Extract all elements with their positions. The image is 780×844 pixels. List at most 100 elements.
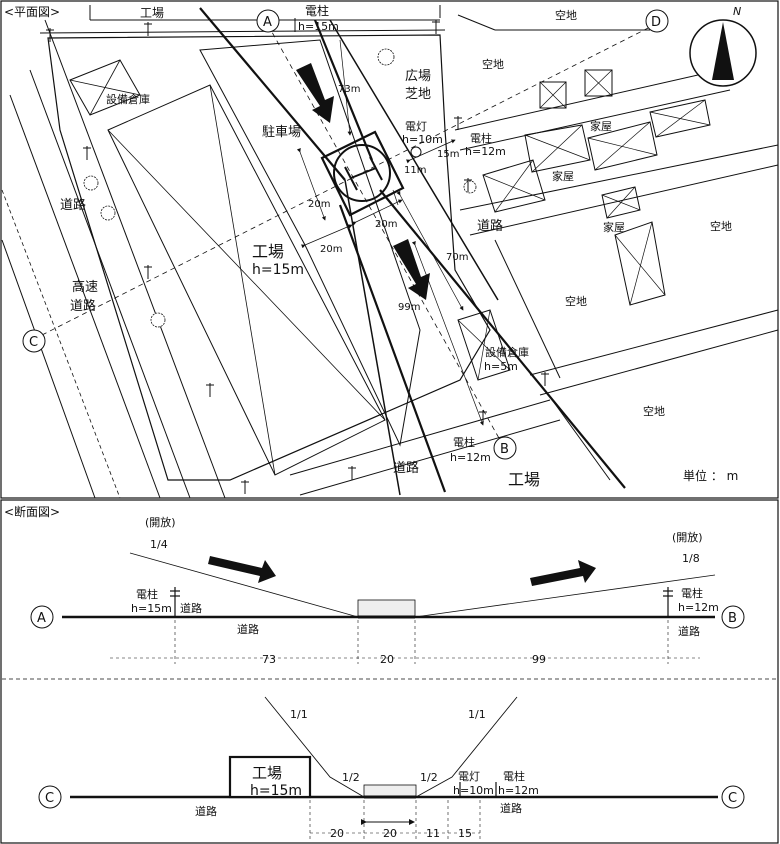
dim-73m: 73m (338, 84, 360, 95)
section-cc: 工場 h=15m C C 1/1 1/1 1/2 1/2 電灯 h=10m 電柱… (38, 696, 745, 840)
label-kosoku-2: 道路 (70, 298, 96, 314)
ab-approach-arrow (208, 556, 276, 583)
north-label: N (733, 5, 741, 18)
label-setsubi-soko-1: 設備倉庫 (106, 92, 150, 106)
plan-dim-labels: 73m 15m 11m 20m 20m 20m 70m 99m (308, 84, 468, 313)
plan-dimensions (296, 39, 484, 426)
ab-dim-20: 20 (380, 653, 394, 666)
ab-doro-left: 道路 (180, 601, 202, 615)
cc-factory-box (228, 755, 312, 799)
label-shibachi: 芝地 (405, 86, 431, 102)
cc-dim-20b: 20 (383, 827, 397, 840)
label-kojo-main-h: h=15m (252, 262, 304, 278)
dim-11m: 11m (404, 165, 426, 176)
ab-open-left: (開放) (145, 515, 176, 529)
cc-dim-11: 11 (426, 827, 440, 840)
marker-d: D (651, 15, 661, 30)
light-pole-plan (410, 146, 422, 158)
cc-marker-c2: C (728, 791, 737, 806)
label-doro-bottom: 道路 (393, 460, 419, 476)
label-kochi-5: 空地 (643, 404, 665, 418)
section-ab: A B (開放) 1/4 (開放) 1/8 電柱 h=15m 道路 道路 電柱 … (30, 515, 745, 666)
cc-slope-tl: 1/1 (290, 708, 308, 721)
ab-denchu-right-h: h=12m (678, 601, 719, 614)
ab-denchu-left: 電柱 (136, 587, 158, 601)
label-denchu-top: 電柱 (305, 3, 329, 18)
label-denchu-right: 電柱 (470, 131, 492, 145)
dim-20m-b: 20m (375, 219, 397, 230)
cc-slope-tr: 1/1 (468, 708, 486, 721)
marker-b: B (500, 442, 509, 457)
dim-20m-a: 20m (308, 199, 330, 210)
dim-70m: 70m (446, 252, 468, 263)
plan-labels: 工場 電柱 h=15m 設備倉庫 広場 芝地 駐車場 電灯 h=10m 電柱 h… (60, 3, 738, 489)
parking-lot (199, 39, 421, 447)
ab-open-right: (開放) (672, 530, 703, 544)
utility-poles (46, 18, 549, 494)
ab-doro-center: 道路 (237, 622, 259, 636)
label-denchu-b: 電柱 (453, 435, 475, 449)
right-roads (289, 14, 779, 496)
ab-denchu-left-h: h=15m (131, 602, 172, 615)
label-kojo-bottom: 工場 (508, 470, 540, 489)
dim-15m: 15m (437, 149, 459, 160)
ab-marker-a: A (37, 611, 46, 626)
cc-dento-h: h=10m (453, 784, 494, 797)
label-unit: 単位 ： m (683, 468, 738, 483)
dim-20m-c: 20m (320, 244, 342, 255)
ab-dim-73: 73 (262, 653, 276, 666)
label-setsubi-soko-2: 設備倉庫 (485, 345, 529, 359)
ab-departure-arrow (530, 560, 596, 586)
cc-kojo-h: h=15m (250, 783, 302, 799)
departure-arrow (393, 239, 430, 300)
label-doro-left: 道路 (60, 197, 86, 213)
cc-dento: 電灯 (458, 770, 480, 783)
label-kochi-2: 空地 (482, 57, 504, 71)
trees (83, 48, 477, 328)
plan-markers: A D C B (22, 9, 669, 460)
ab-dim-99: 99 (532, 653, 546, 666)
north-arrow: N (689, 5, 757, 87)
label-kochi-4: 空地 (565, 294, 587, 308)
label-kojo-main: 工場 (252, 242, 284, 261)
ab-denchu-right: 電柱 (681, 586, 703, 600)
storage-1 (69, 59, 141, 116)
cc-dim-15: 15 (458, 827, 472, 840)
label-setsubi-soko-2-h: h=5m (484, 360, 518, 373)
label-kojo-top: 工場 (140, 6, 164, 20)
label-kaoku-3: 家屋 (603, 220, 625, 234)
section-frame (0, 499, 779, 844)
ab-slope-right: 1/8 (682, 552, 700, 565)
ab-marker-b: B (728, 611, 737, 626)
cc-slope-l: 1/2 (342, 771, 360, 784)
label-denchu-right-h: h=12m (465, 145, 506, 158)
left-roads (1, 19, 226, 499)
label-denchu-top-h: h=15m (298, 20, 339, 33)
label-kaoku-1: 家屋 (590, 119, 612, 133)
ab-doro-right: 道路 (678, 624, 700, 638)
cc-doro-right: 道路 (500, 801, 522, 815)
cc-doro-left: 道路 (195, 804, 217, 818)
cc-denchu: 電柱 (503, 769, 525, 783)
label-kosoku-1: 高速 (72, 279, 98, 295)
section-title: <断面図> (4, 504, 60, 519)
marker-a: A (263, 15, 272, 30)
label-kaoku-2: 家屋 (552, 169, 574, 183)
label-denchu-b-h: h=12m (450, 451, 491, 464)
approach-arrow (296, 63, 334, 123)
top-road (39, 5, 446, 34)
label-dento: 電灯 (405, 120, 427, 133)
cc-kojo: 工場 (252, 764, 282, 782)
cc-denchu-h: h=12m (498, 784, 539, 797)
label-hiroba: 広場 (405, 69, 431, 84)
label-kochi-3: 空地 (710, 219, 732, 233)
marker-c: C (29, 335, 38, 350)
plan-frame (0, 0, 779, 499)
label-dento-h: h=10m (402, 133, 443, 146)
label-doro-right: 道路 (477, 218, 503, 234)
dim-99m: 99m (398, 302, 420, 313)
houses (482, 69, 711, 306)
label-chushajo: 駐車場 (262, 125, 301, 140)
